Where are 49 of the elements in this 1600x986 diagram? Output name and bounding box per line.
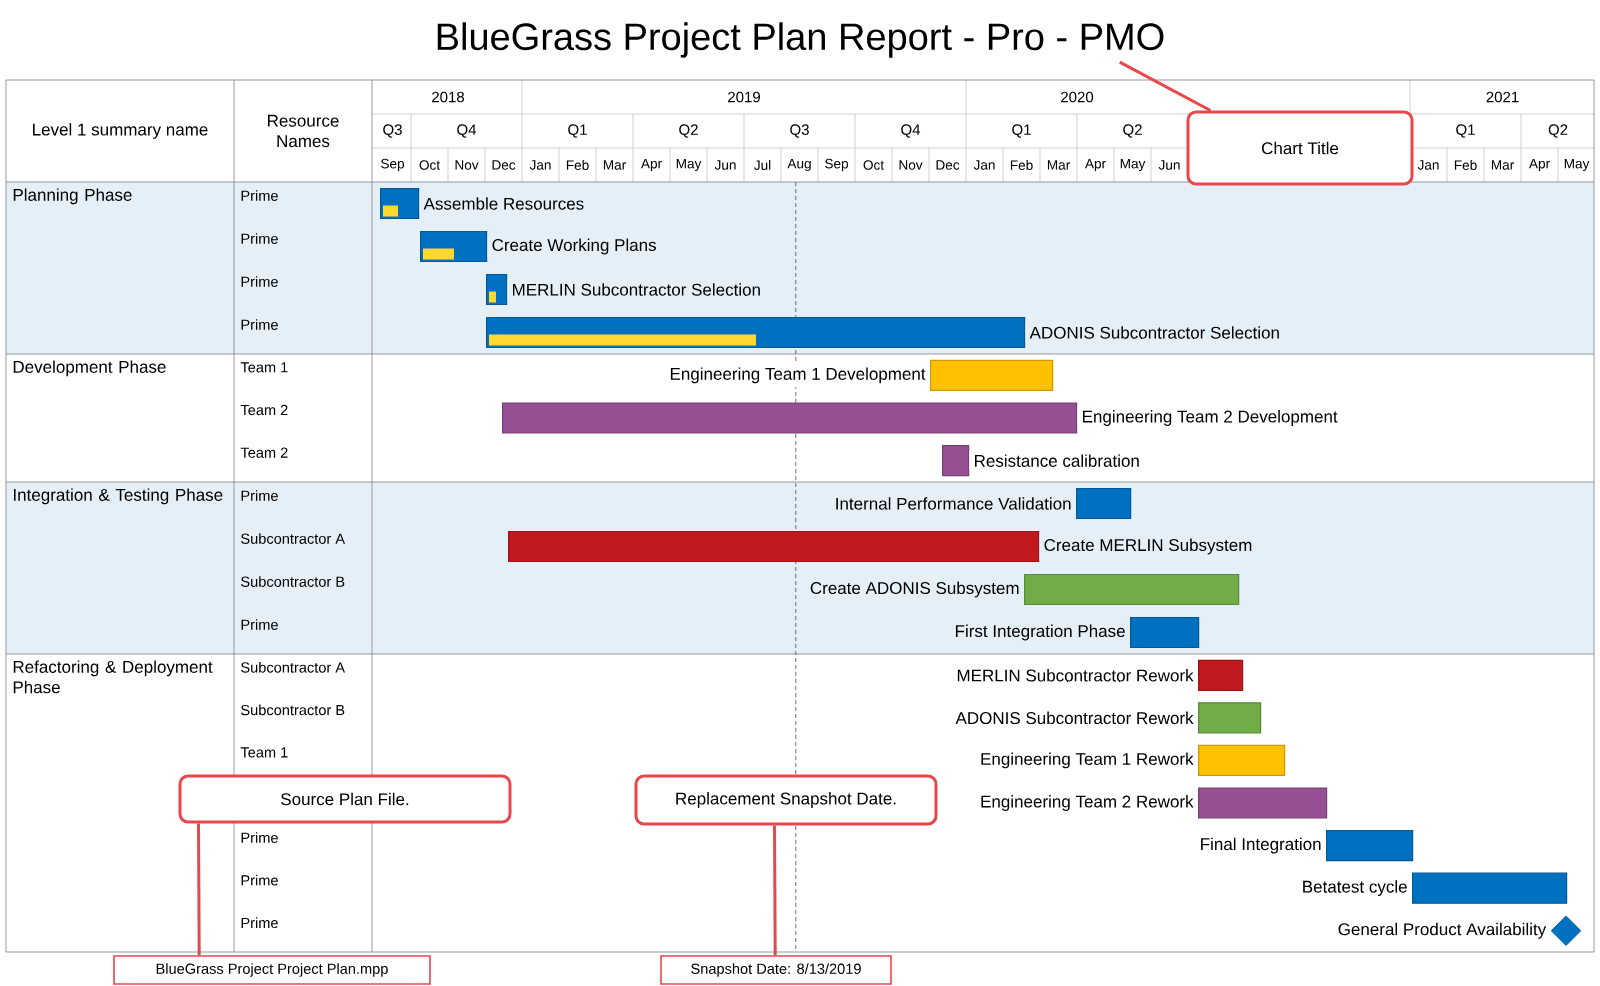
- task-label: ADONIS Subcontractor Rework: [951, 707, 1198, 729]
- task-bar: [1326, 830, 1414, 862]
- task-label: ADONIS Subcontractor Selection: [1025, 322, 1284, 343]
- leader-line: [197, 823, 201, 956]
- column-header: Level 1 summary name: [33, 123, 208, 139]
- task-bar: [1198, 787, 1328, 819]
- callout-box: Replacement Snapshot Date.: [634, 774, 938, 826]
- task-bar: [1412, 872, 1568, 904]
- column-header: Resource Names: [268, 114, 339, 148]
- task-bar: [380, 187, 420, 220]
- task-label: Engineering Team 1 Rework: [976, 748, 1198, 773]
- callout-box: Chart Title: [1186, 110, 1414, 186]
- task-label: General Product Availability: [1333, 918, 1551, 943]
- task-bar: [508, 530, 1040, 563]
- task-label: Engineering Team 1 Development: [665, 363, 930, 388]
- milestone-diamond: [1550, 915, 1582, 946]
- task-label: Resistance calibration: [969, 450, 1144, 471]
- phase-name: Refactoring & Deployment Phase: [13, 660, 213, 694]
- task-bar: [486, 273, 508, 306]
- chart-title: BlueGrass Project Plan Report - Pro - PMO: [437, 22, 1164, 58]
- leader-line: [1119, 60, 1212, 112]
- task-bar: [942, 445, 970, 477]
- task-bar: [1024, 573, 1240, 606]
- phase-name: Development Phase: [13, 360, 166, 377]
- task-label: Create Working Plans: [487, 234, 661, 259]
- task-bar: [1130, 616, 1200, 649]
- task-label: MERLIN Subcontractor Rework: [952, 665, 1198, 686]
- task-label: Engineering Team 2 Rework: [976, 791, 1198, 815]
- task-label: First Integration Phase: [950, 620, 1130, 645]
- leader-line: [773, 825, 777, 956]
- task-label: MERLIN Subcontractor Selection: [507, 279, 766, 300]
- task-label: Internal Performance Validation: [830, 493, 1076, 514]
- task-bar: [420, 230, 488, 263]
- task-label: Create MERLIN Subsystem: [1039, 534, 1257, 559]
- task-bar: [930, 359, 1054, 391]
- task-label: Engineering Team 2 Development: [1077, 406, 1342, 430]
- task-bar: [1076, 487, 1132, 520]
- task-bar: [1198, 702, 1262, 734]
- task-bar: [486, 316, 1026, 349]
- callout-box: Source Plan File.: [178, 774, 512, 824]
- task-label: Create ADONIS Subsystem: [805, 577, 1024, 602]
- phase-name: Planning Phase: [13, 188, 132, 205]
- task-bar: [1198, 659, 1244, 691]
- task-bar: [1198, 744, 1286, 777]
- task-label: Assemble Resources: [419, 193, 589, 214]
- task-bar: [502, 402, 1078, 434]
- task-label: Final Integration: [1195, 833, 1326, 858]
- task-label: Betatest cycle: [1297, 876, 1412, 901]
- phase-name: Integration & Testing Phase: [13, 488, 223, 505]
